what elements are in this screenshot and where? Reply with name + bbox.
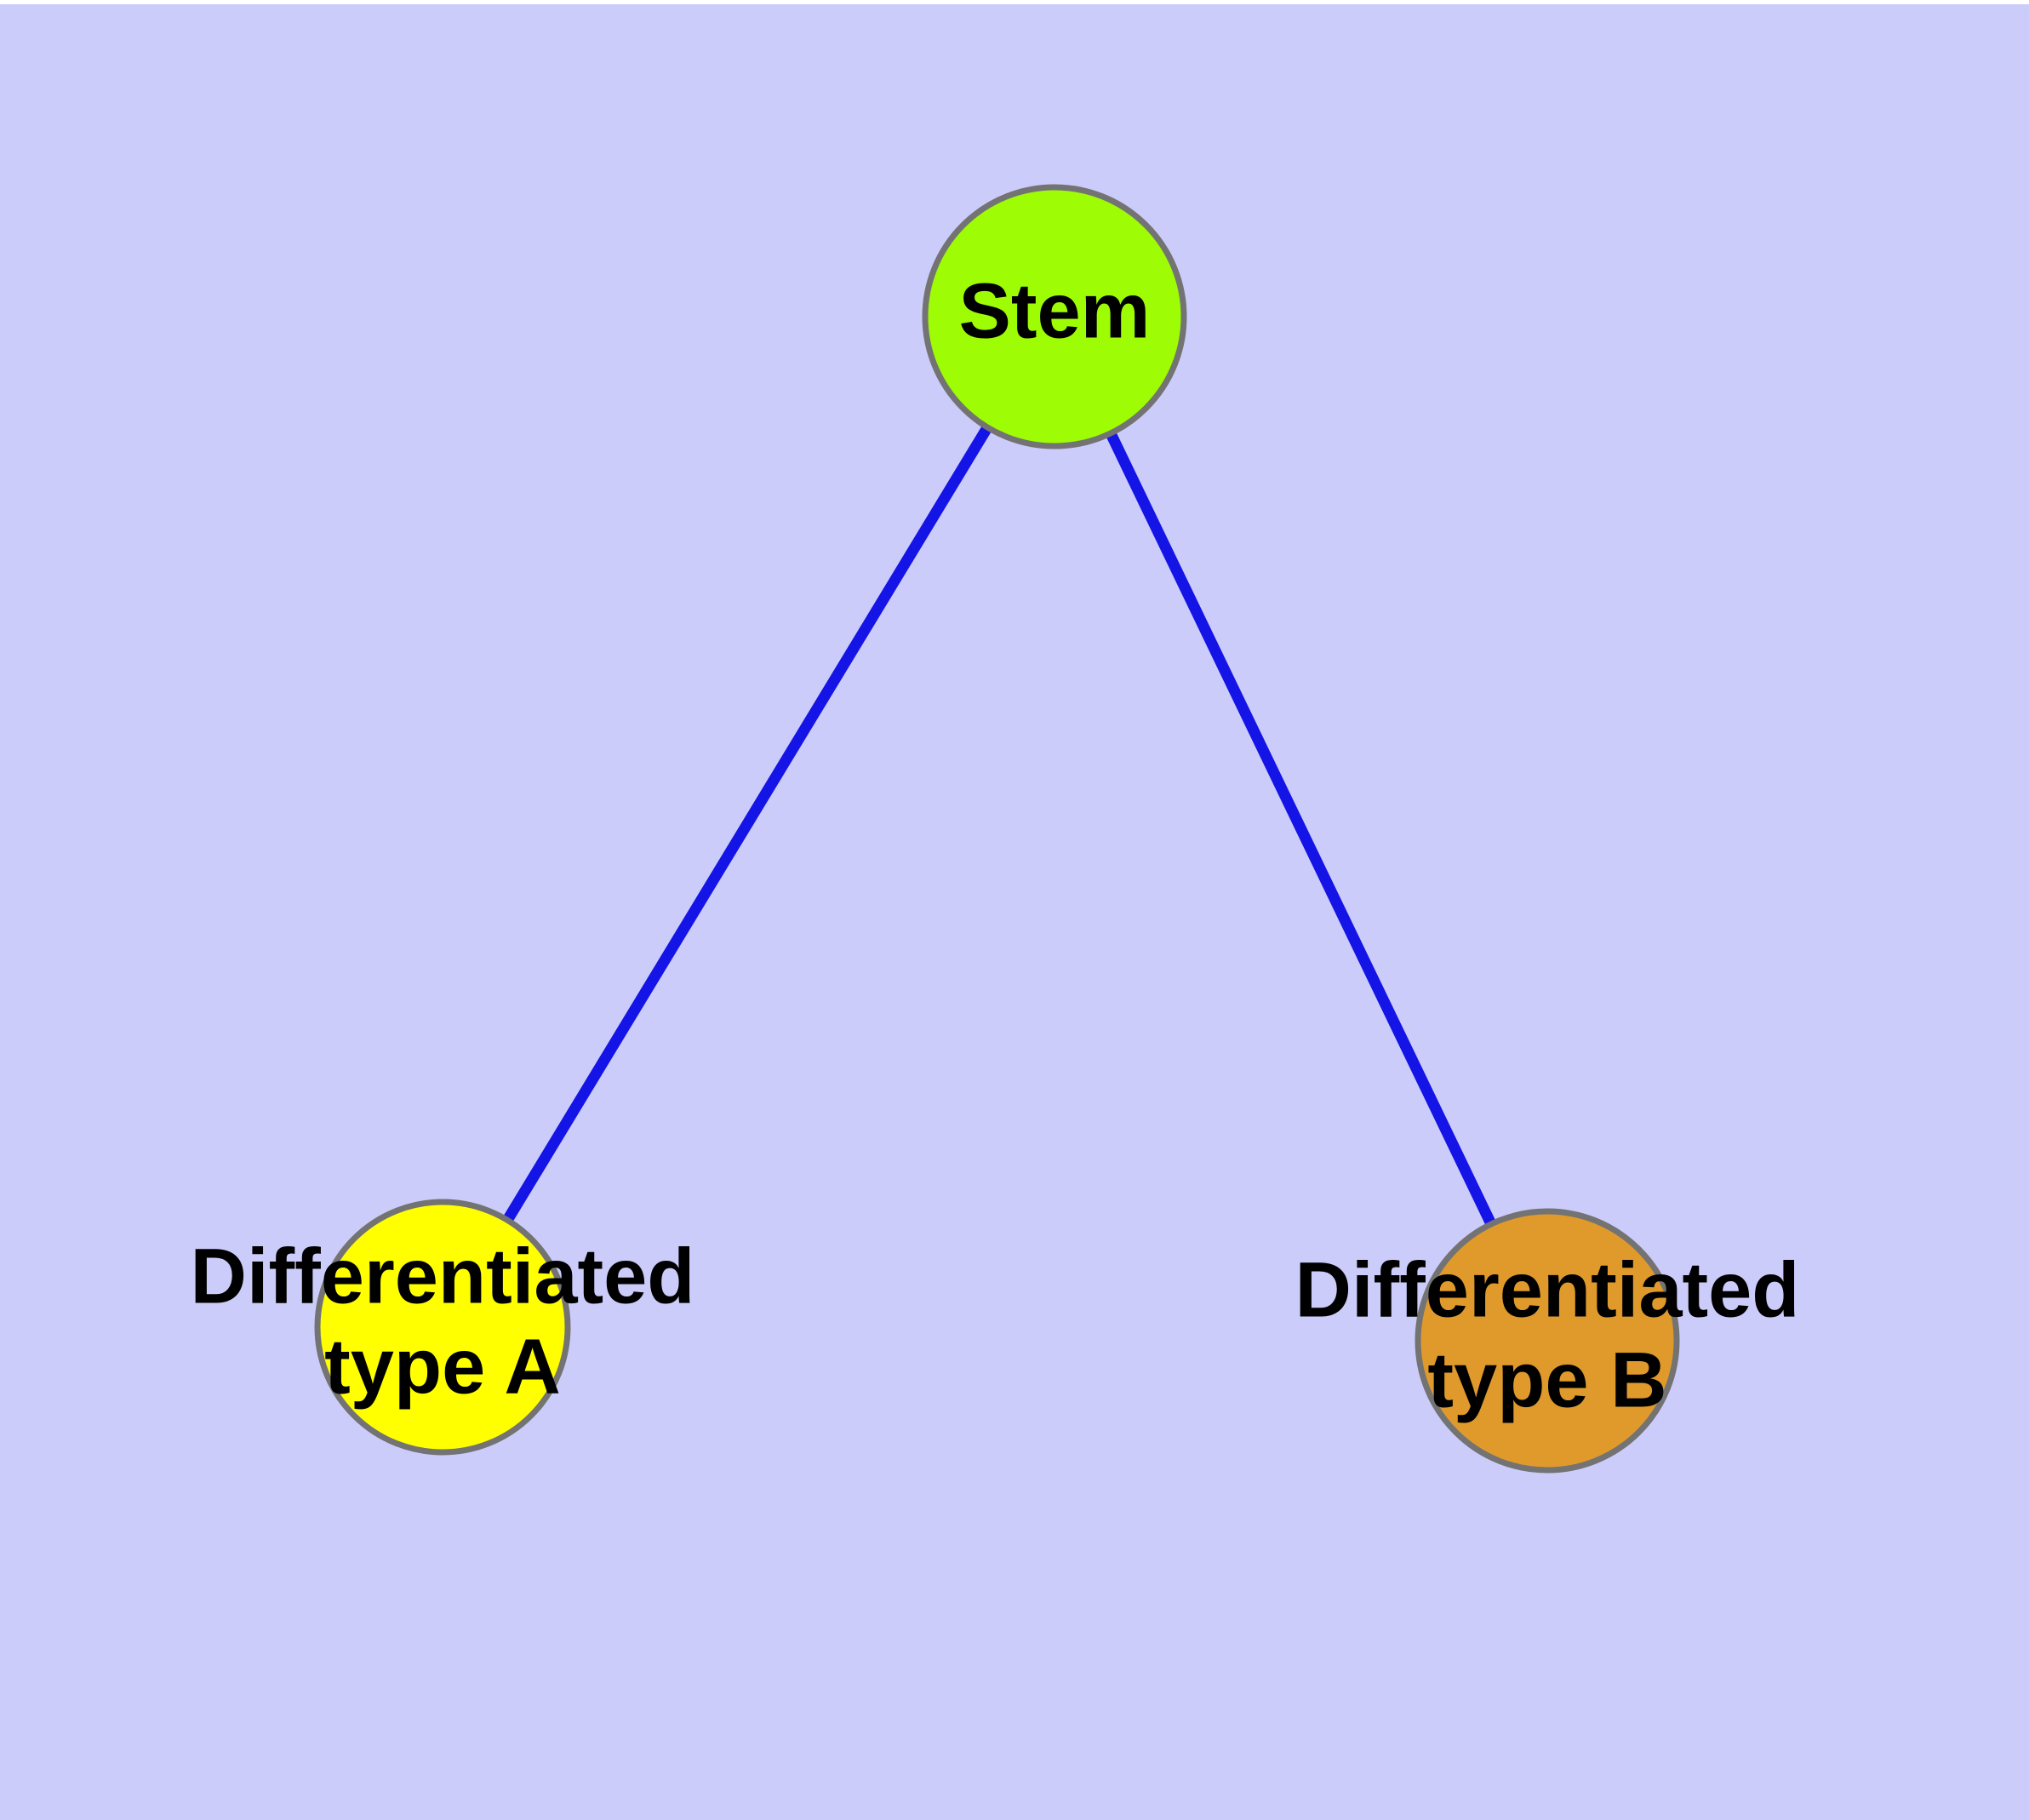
node-differentiated-type-b-label-line-1: Differentiated [1295,1246,1800,1333]
edge-stem-to-differentiated-type-b[interactable] [1049,314,1552,1343]
node-differentiated-type-a-label-line-1: Differentiated [191,1233,695,1319]
edge-stem-to-differentiated-type-a[interactable] [437,313,1060,1331]
node-differentiated-type-b-circle[interactable] [1415,1208,1680,1474]
node-stem[interactable]: Stem [922,184,1187,449]
canvas-top-trim [0,0,2029,4]
node-stem-circle[interactable] [922,184,1187,449]
node-differentiated-type-a-label-line-2: type A [324,1323,561,1410]
edge-layer [437,313,1552,1343]
node-differentiated-type-b-label-line-2: type B [1427,1336,1666,1423]
node-differentiated-type-a-circle[interactable] [314,1199,571,1456]
node-stem-label-line-1: Stem [959,267,1151,354]
